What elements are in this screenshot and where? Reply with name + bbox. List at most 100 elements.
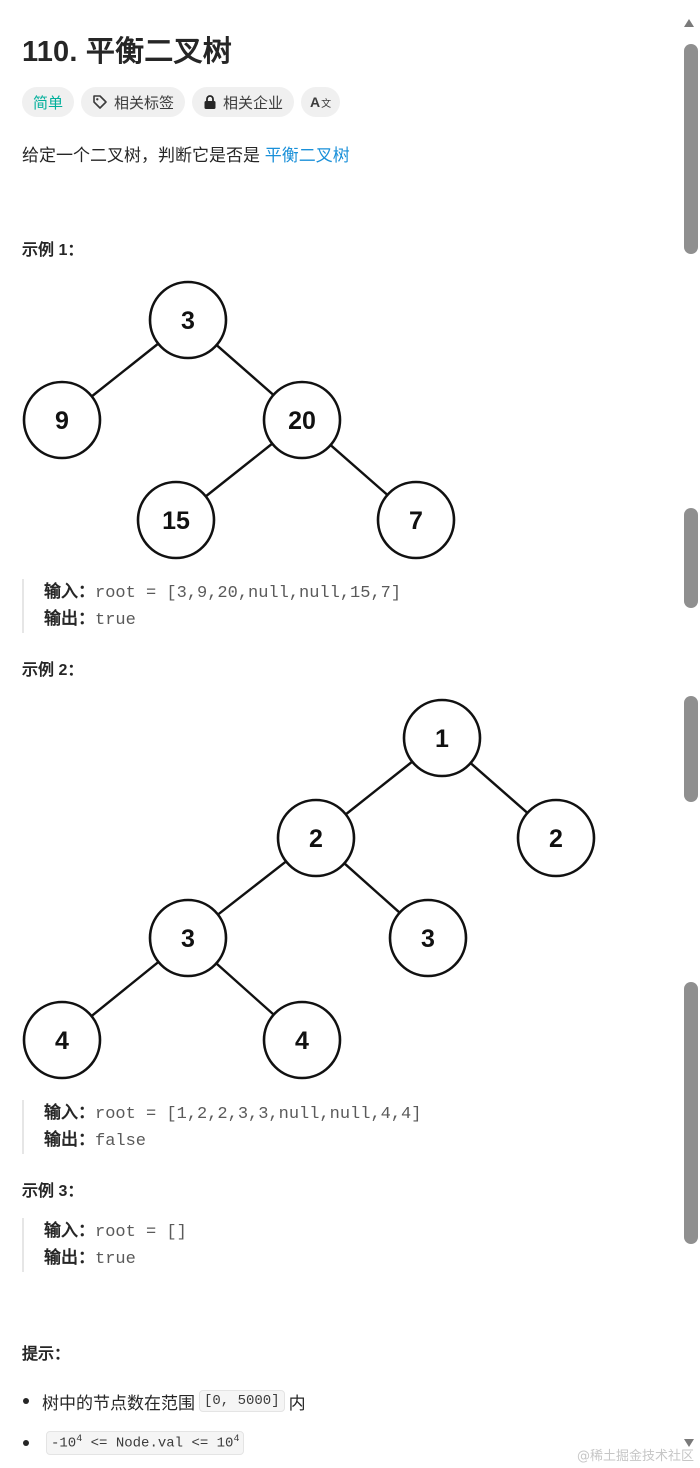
scrollbar-thumb-segment[interactable] [684, 508, 698, 608]
constraint-2-upper: <= Node.val <= 10 [82, 1435, 234, 1452]
constraint-2-lower: -10 [51, 1435, 77, 1452]
tree-node: 3 [148, 280, 228, 360]
constraint-item: -104 <= Node.val <= 104 [22, 1422, 306, 1464]
example-1-input: root = [3,9,20,null,null,15,7] [95, 584, 402, 603]
tree-node-circle [262, 1000, 342, 1080]
tree-node-value: 3 [181, 925, 195, 953]
tree-node-value: 20 [288, 407, 316, 435]
tree-node-value: 7 [409, 507, 423, 535]
example-1-tree: 3 9 20 15 7 [22, 280, 456, 560]
example-2-tree: 1 2 2 3 3 4 4 [22, 698, 596, 1080]
tree-node-value: 2 [309, 825, 323, 853]
tree-node: 3 [388, 898, 468, 978]
constraint-1-prefix: 树中的节点数在范围 [42, 1393, 195, 1413]
tree-node-value: 4 [55, 1027, 69, 1055]
translate-icon: A [310, 94, 321, 110]
tree-node: 20 [262, 380, 342, 460]
tree-node-value: 9 [55, 407, 69, 435]
tree-edge [215, 344, 275, 396]
example-2-title: 示例 2： [22, 662, 84, 679]
input-label: 输入： [44, 1221, 95, 1240]
example-3-output: true [95, 1250, 136, 1269]
scrollbar-thumb[interactable] [684, 44, 698, 254]
related-topics-label: 相关标签 [114, 94, 175, 112]
tree-edge [469, 762, 529, 814]
tree-node-circle [376, 480, 456, 560]
description-text: 给定一个二叉树，判断它是否是 [22, 146, 260, 165]
scrollbar-thumb-segment[interactable] [684, 982, 698, 1244]
tree-edge [345, 760, 413, 816]
tree-node-circle [402, 698, 482, 778]
tree-node-circle [136, 480, 216, 560]
tree-edge [205, 442, 273, 498]
lock-icon [203, 94, 217, 110]
vertical-scrollbar[interactable] [678, 0, 700, 1468]
example-3-title: 示例 3： [22, 1183, 84, 1200]
tree-node-circle [22, 1000, 102, 1080]
scrollbar-thumb-segment[interactable] [684, 696, 698, 802]
constraint-item: 树中的节点数在范围[0, 5000]内 [22, 1380, 306, 1422]
constraint-2-upper-exp: 4 [233, 1434, 240, 1446]
constraints-list: 树中的节点数在范围[0, 5000]内 -104 <= Node.val <= … [22, 1380, 306, 1464]
tree-node: 2 [516, 798, 596, 878]
scroll-down-arrow-icon[interactable] [682, 1436, 696, 1450]
example-2-block: 输入：root = [1,2,2,3,3,null,null,4,4] 输出：f… [22, 1100, 421, 1154]
tree-node-circle [388, 898, 468, 978]
tree-node-value: 15 [162, 507, 190, 535]
tree-edge [90, 960, 160, 1018]
example-1-title: 示例 1： [22, 242, 84, 259]
tree-node: 9 [22, 380, 102, 460]
translate-icon-glyph: 文 [321, 98, 332, 110]
related-companies-label: 相关企业 [223, 94, 284, 112]
example-1-block: 输入：root = [3,9,20,null,null,15,7] 输出：tru… [22, 579, 401, 633]
example-2-output: false [95, 1132, 147, 1151]
constraint-1-code: [0, 5000] [199, 1390, 285, 1412]
tree-node: 4 [22, 1000, 102, 1080]
tree-edge [329, 444, 389, 496]
watermark: @稀土掘金技术社区 [576, 1449, 694, 1464]
tree-edge [215, 962, 275, 1016]
constraint-2-lower-exp: 4 [76, 1434, 83, 1446]
tree-node-value: 3 [181, 307, 195, 335]
tree-edge [217, 860, 287, 916]
example-1-output: true [95, 611, 136, 630]
tree-node-circle [516, 798, 596, 878]
difficulty-label: 简单 [33, 94, 64, 112]
input-label: 输入： [44, 582, 95, 601]
tree-node-circle [22, 380, 102, 460]
tree-node-circle [148, 898, 228, 978]
tree-node-circle [262, 380, 342, 460]
tree-node-value: 3 [421, 925, 435, 953]
tree-node-value: 2 [549, 825, 563, 853]
tree-node: 1 [402, 698, 482, 778]
output-label: 输出： [44, 1130, 95, 1149]
balanced-tree-link[interactable]: 平衡二叉树 [264, 146, 350, 165]
related-topics-button[interactable]: 相关标签 [81, 87, 186, 117]
tree-node: 4 [262, 1000, 342, 1080]
output-label: 输出： [44, 1248, 95, 1267]
tag-icon [92, 94, 108, 110]
constraint-2-code: -104 <= Node.val <= 104 [46, 1431, 245, 1455]
tree-node: 3 [148, 898, 228, 978]
tree-node: 15 [136, 480, 216, 560]
related-companies-button[interactable]: 相关企业 [192, 87, 295, 117]
example-3-input: root = [] [95, 1223, 187, 1242]
tree-node-value: 4 [295, 1027, 309, 1055]
scroll-up-arrow-icon[interactable] [682, 16, 696, 30]
tree-node: 7 [376, 480, 456, 560]
example-2-input: root = [1,2,2,3,3,null,null,4,4] [95, 1105, 422, 1124]
hints-title: 提示： [22, 1346, 71, 1363]
tree-node-circle [148, 280, 228, 360]
tree-node-value: 1 [435, 725, 449, 753]
example-3-block: 输入：root = [] 输出：true [22, 1218, 187, 1272]
input-label: 输入： [44, 1103, 95, 1122]
difficulty-badge[interactable]: 简单 [22, 87, 75, 117]
page-title: 110. 平衡二叉树 [22, 36, 232, 68]
tree-edge [91, 342, 159, 398]
tree-edge [343, 862, 401, 914]
tree-node-circle [276, 798, 356, 878]
tree-node: 2 [276, 798, 356, 878]
output-label: 输出： [44, 609, 95, 628]
